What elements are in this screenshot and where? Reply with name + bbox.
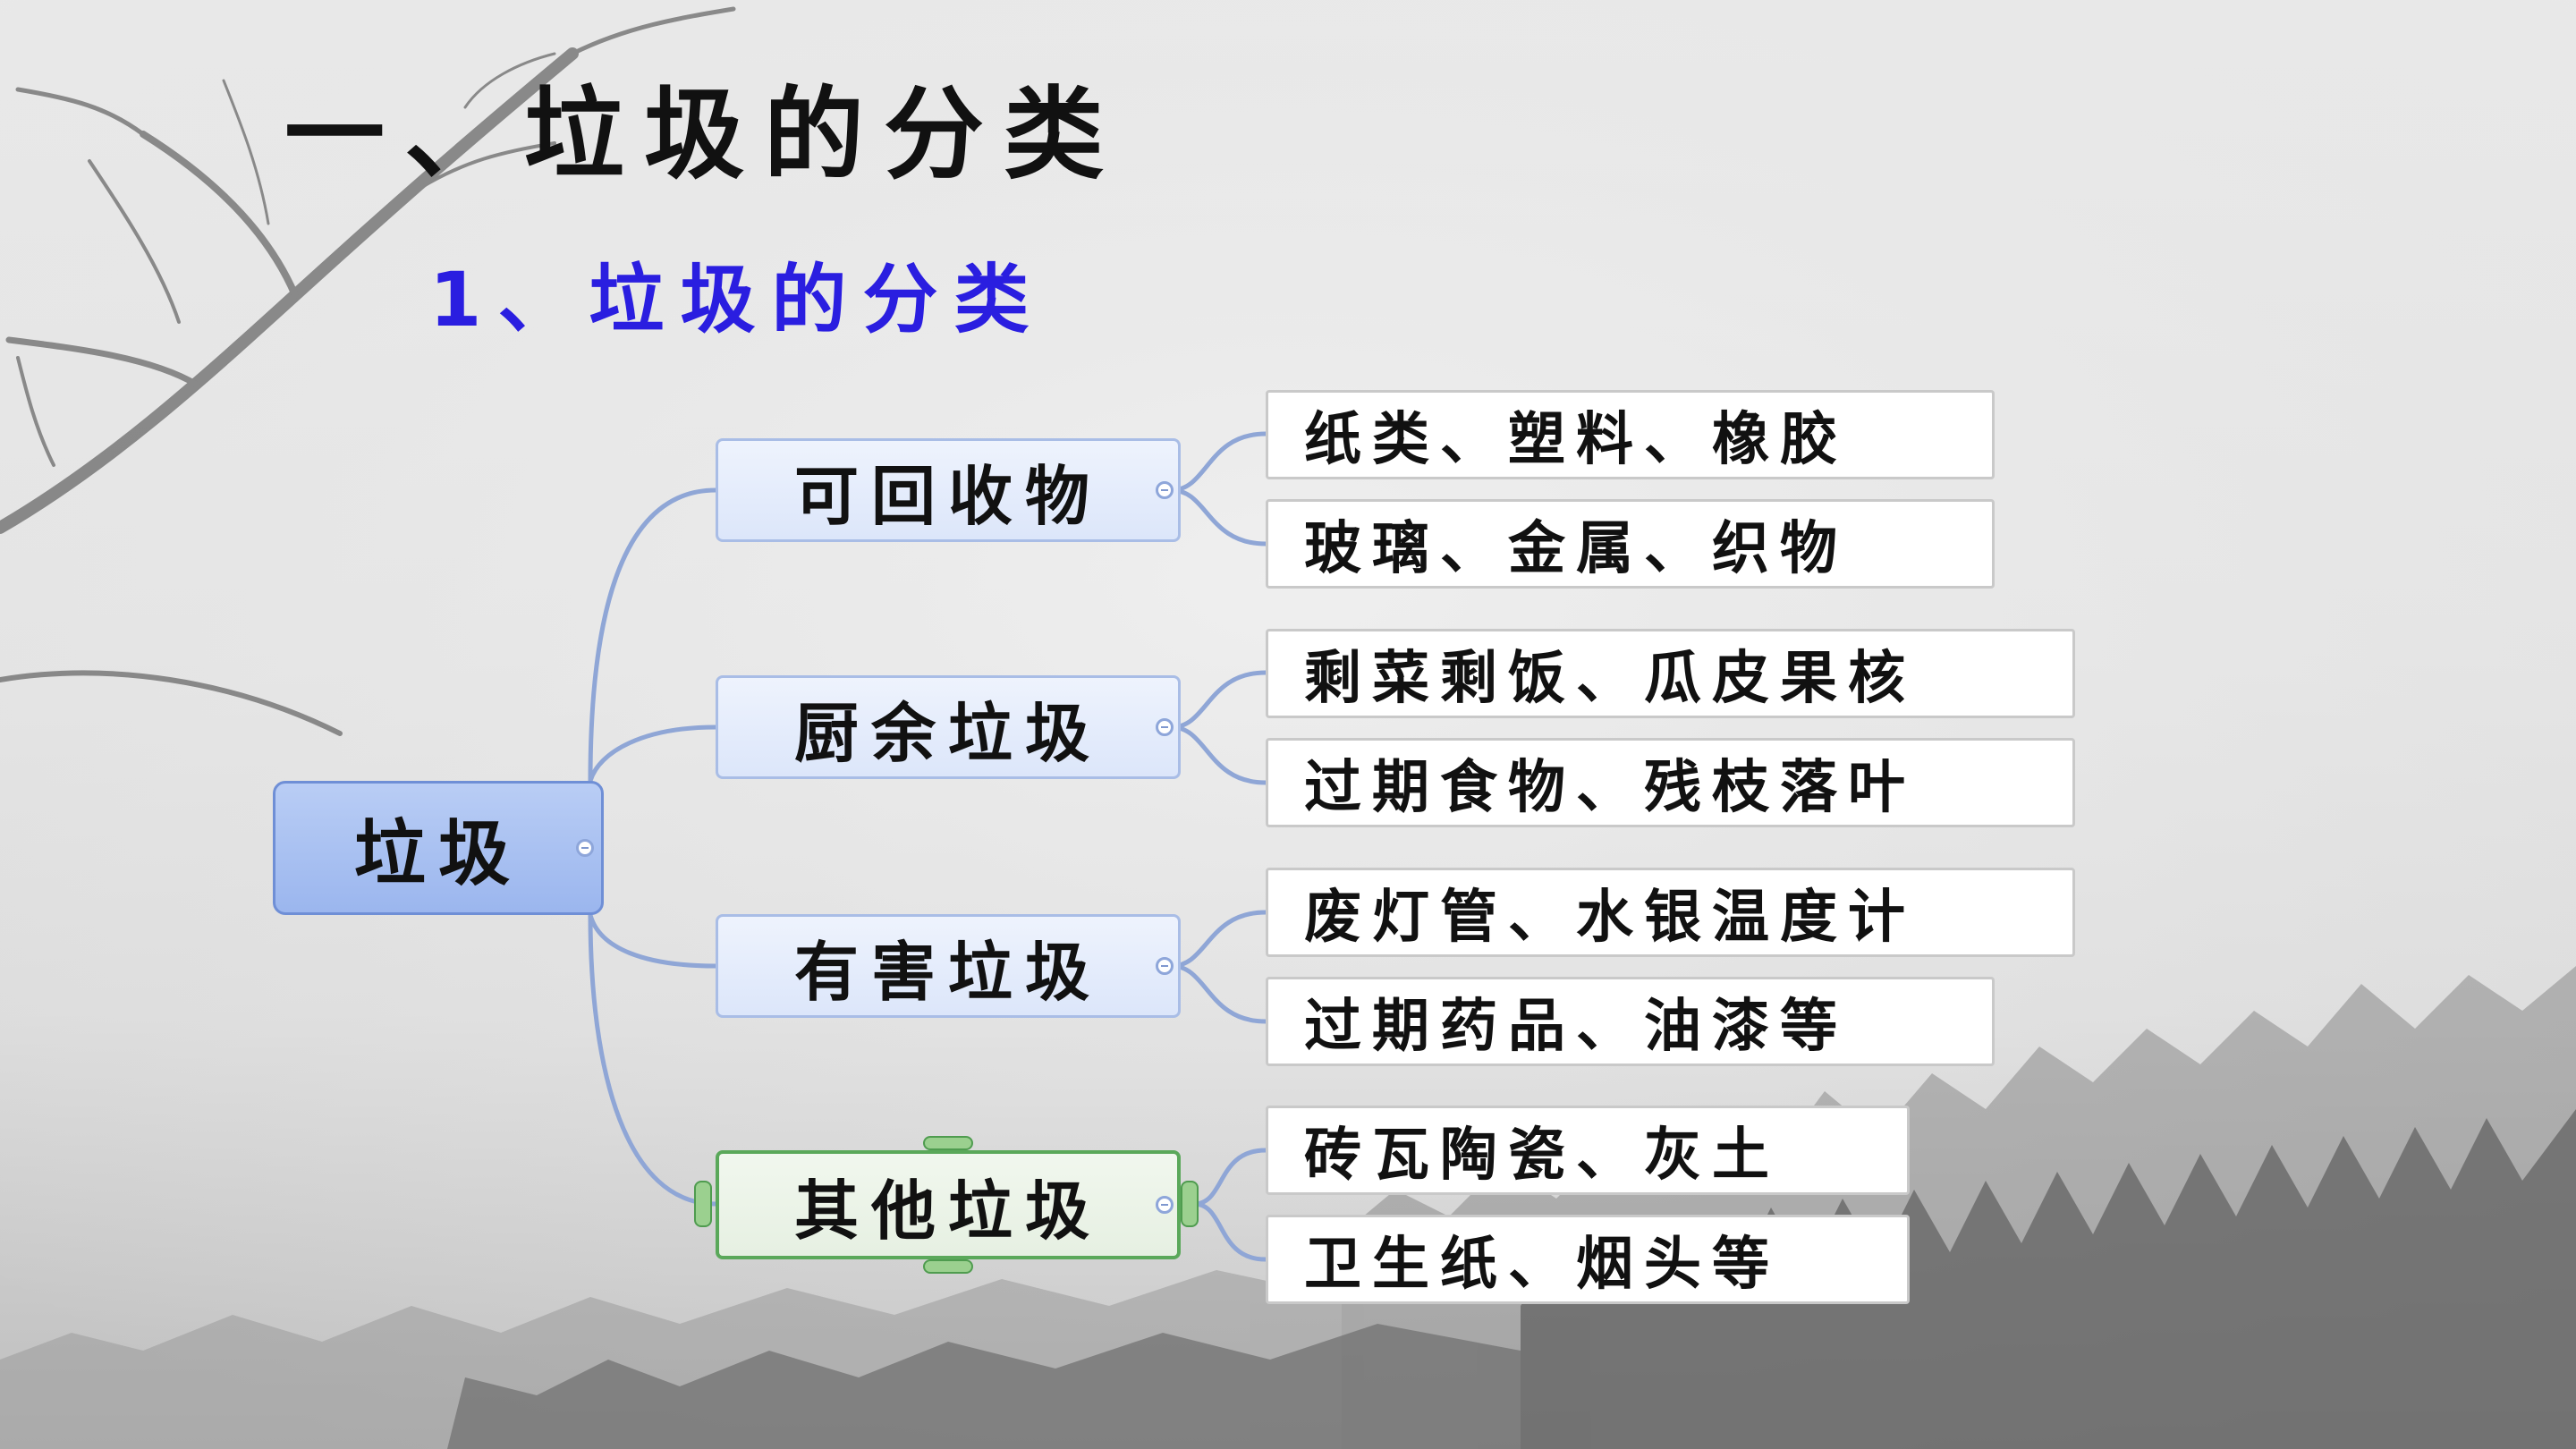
leaf-node[interactable]: 剩菜剩饭、瓜皮果核 [1266, 629, 2075, 718]
selection-handle-left[interactable] [694, 1181, 712, 1227]
connector-branch-2-leaf-1 [1171, 670, 1267, 730]
leaf-node[interactable]: 纸类、塑料、橡胶 [1266, 390, 1995, 479]
branch-node-recyclable[interactable]: 可回收物 [716, 438, 1181, 542]
branch-node-hazardous-waste[interactable]: 有害垃圾 [716, 914, 1181, 1018]
leaf-node[interactable]: 玻璃、金属、织物 [1266, 499, 1995, 589]
leaf-node[interactable]: 砖瓦陶瓷、灰土 [1266, 1106, 1910, 1195]
connector-root-branch-2 [588, 724, 716, 782]
page-title: 一、垃圾的分类 [284, 76, 1123, 193]
connector-branch-1-leaf-2 [1171, 487, 1267, 547]
section-subtitle: 1、垃圾的分类 [429, 256, 1046, 343]
connector-branch-1-leaf-1 [1171, 431, 1267, 493]
branch-node-other-waste[interactable]: 其他垃圾 [716, 1150, 1181, 1259]
branch-node-kitchen-waste[interactable]: 厨余垃圾 [716, 675, 1181, 779]
connector-branch-4-leaf-1 [1193, 1148, 1267, 1207]
collapse-toggle-icon[interactable] [1156, 718, 1174, 736]
mindmap-root-node[interactable]: 垃圾 [273, 781, 604, 915]
connector-branch-3-leaf-1 [1171, 910, 1267, 969]
leaf-node[interactable]: 过期药品、油漆等 [1266, 977, 1995, 1066]
connector-branch-2-leaf-2 [1171, 724, 1267, 785]
foreground-trees [447, 1109, 2576, 1449]
collapse-toggle-icon[interactable] [1156, 1196, 1174, 1214]
tree-branches [0, 6, 736, 736]
collapse-toggle-icon[interactable] [576, 839, 594, 857]
selection-handle-right[interactable] [1181, 1181, 1199, 1227]
selection-handle-bottom[interactable] [923, 1259, 973, 1274]
collapse-toggle-icon[interactable] [1156, 481, 1174, 499]
connector-root-branch-4 [588, 914, 716, 1207]
collapse-toggle-icon[interactable] [1156, 957, 1174, 975]
connector-branch-3-leaf-2 [1171, 963, 1267, 1024]
selection-handle-top[interactable] [923, 1136, 973, 1150]
connector-root-branch-3 [588, 914, 716, 969]
leaf-node[interactable]: 废灯管、水银温度计 [1266, 868, 2075, 957]
connector-root-branch-1 [588, 487, 716, 782]
connector-branch-4-leaf-2 [1193, 1201, 1267, 1262]
leaf-node[interactable]: 卫生纸、烟头等 [1266, 1215, 1910, 1304]
leaf-node[interactable]: 过期食物、残枝落叶 [1266, 738, 2075, 827]
